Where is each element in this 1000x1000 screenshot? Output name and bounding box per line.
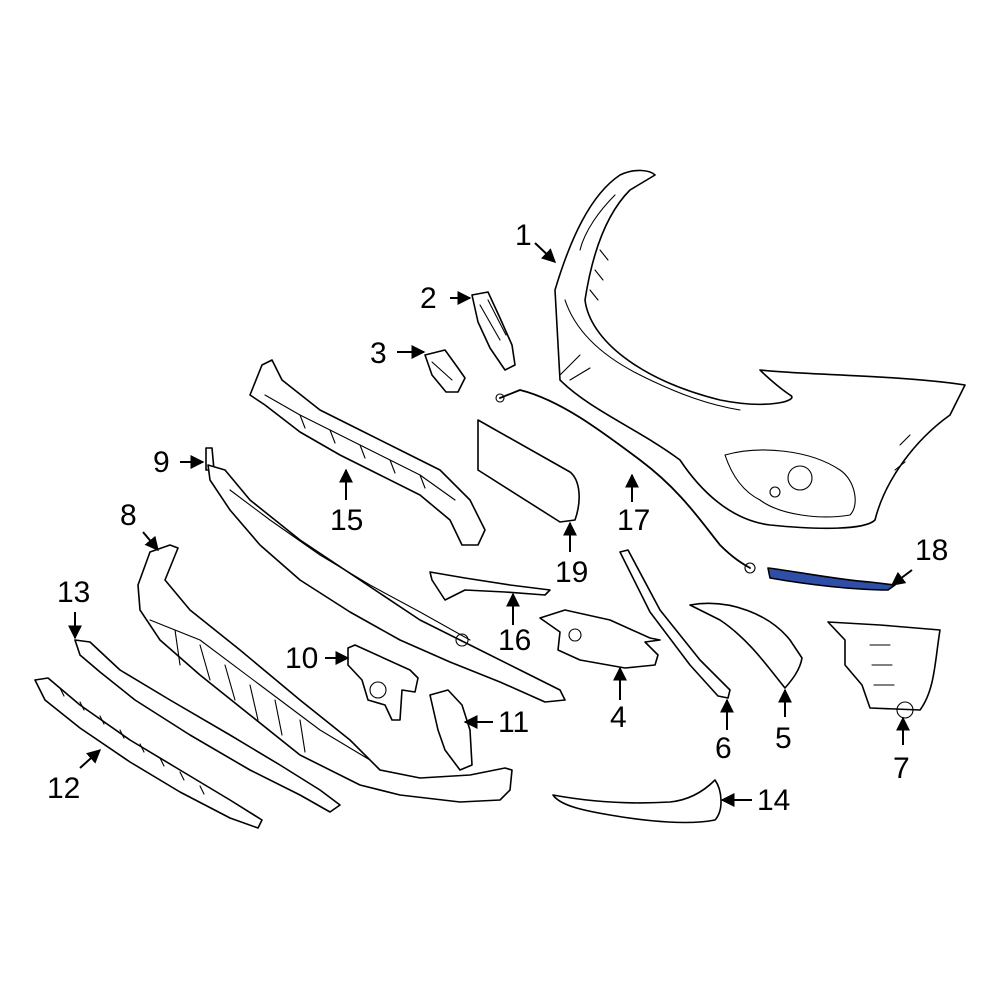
callout-17: 17 [617,504,650,537]
callout-10: 10 [285,642,318,675]
callout-6: 6 [715,732,732,765]
part-5-trim[interactable] [689,602,803,689]
callout-16: 16 [498,624,531,657]
callout-3: 3 [370,337,387,370]
callout-2: 2 [420,282,437,315]
part-1-bumper-cover[interactable] [554,169,966,530]
part-4-fog-bezel[interactable] [539,609,661,669]
part-14-lip[interactable] [552,779,722,824]
part-13-strip[interactable] [74,639,341,813]
callout-9: 9 [153,446,170,479]
callout-7: 7 [893,752,910,785]
callout-19: 19 [555,556,588,589]
part-11-bracket[interactable] [429,689,473,771]
part-2-bracket[interactable] [471,291,516,371]
callout-1: 1 [515,219,532,252]
callout-4: 4 [610,701,627,734]
leader-arrows [68,242,913,807]
callout-5: 5 [775,722,792,755]
part-12-lower-trim[interactable] [34,677,263,829]
part-16-trim-strip[interactable] [429,571,551,601]
callout-15: 15 [330,504,363,537]
part-6-molding[interactable] [619,549,731,699]
part-8-lower-grille[interactable] [137,544,513,803]
callout-12: 12 [47,772,80,805]
part-3-clip[interactable] [424,349,466,393]
part-19-license-bracket[interactable] [477,419,580,523]
part-17-harness[interactable] [495,389,756,574]
part-15-energy-absorber[interactable] [249,359,486,546]
part-10-clip[interactable] [347,644,419,721]
callout-labels: 1 2 3 4 5 6 7 8 9 10 11 12 13 14 15 16 1… [47,219,948,817]
callout-8: 8 [120,499,137,532]
callout-13: 13 [57,576,90,609]
callout-14: 14 [757,784,790,817]
part-7-bracket[interactable] [827,621,941,719]
callout-11: 11 [498,706,529,739]
part-18-highlighted-trim[interactable] [767,567,896,591]
callout-18: 18 [915,534,948,567]
part-support-beam[interactable] [207,464,566,703]
